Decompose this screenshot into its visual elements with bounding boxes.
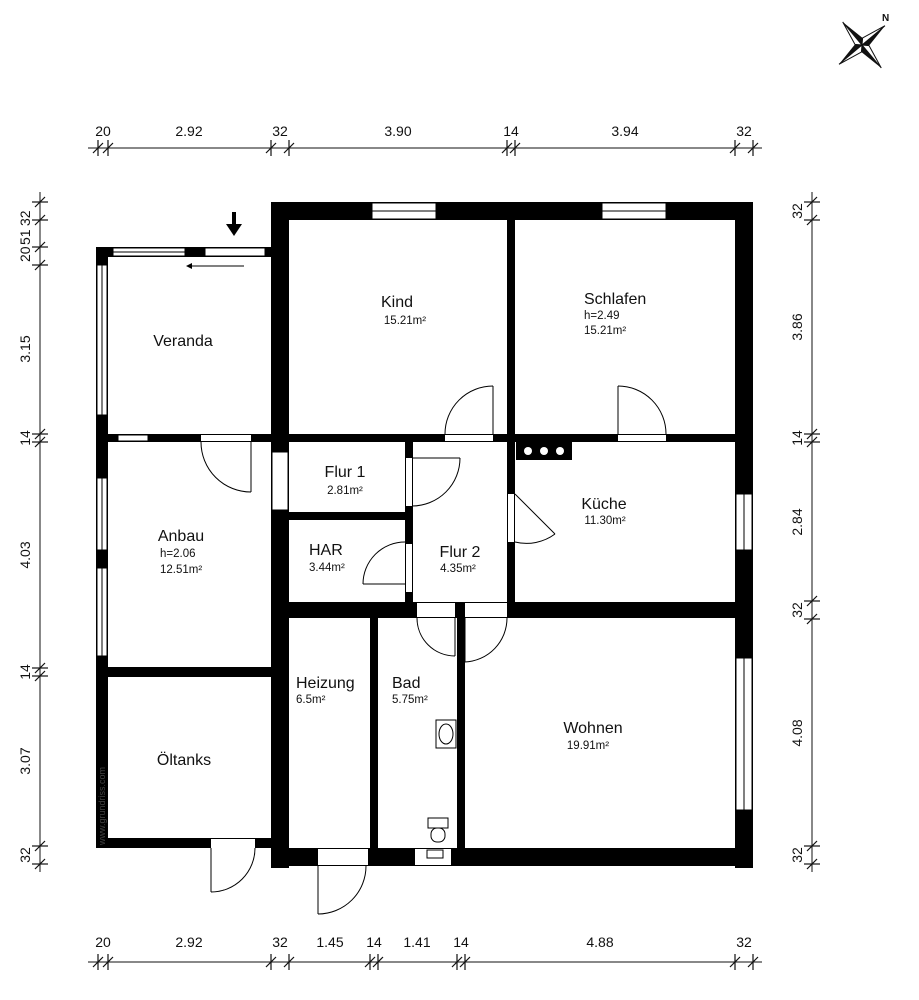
dim-bottom-5: 14 <box>366 934 382 950</box>
compass-rose-icon <box>838 21 886 69</box>
dim-top-6: 3.94 <box>611 123 638 139</box>
room-height: h=2.49 <box>584 310 620 322</box>
sliding-door-marker <box>186 263 244 269</box>
dim-bottom-2: 2.92 <box>175 934 202 950</box>
dim-left-7: 14 <box>17 664 33 680</box>
room-name: HAR <box>309 542 343 559</box>
dim-left-1: 20 <box>17 246 33 262</box>
room-oeltanks: Öltanks <box>157 751 211 769</box>
dimension-lines <box>32 140 820 970</box>
room-schlafen: Schlafen h=2.49 15.21m² <box>584 291 646 337</box>
room-name: Heizung <box>296 675 355 692</box>
dim-bottom-4: 1.45 <box>316 934 343 950</box>
dim-bottom-8: 4.88 <box>586 934 613 950</box>
dim-right-3: 14 <box>789 430 805 446</box>
entrance-arrow-icon <box>226 212 242 236</box>
dim-right-1: 32 <box>789 203 805 219</box>
room-area: 11.30m² <box>584 515 626 527</box>
doors <box>200 385 667 915</box>
room-anbau: Anbau h=2.06 12.51m² <box>158 528 204 576</box>
room-area: 15.21m² <box>384 315 426 327</box>
room-name: Flur 2 <box>440 544 481 561</box>
dim-bottom-9: 32 <box>736 934 752 950</box>
dim-top-5: 14 <box>503 123 519 139</box>
room-name: Anbau <box>158 528 204 545</box>
dim-left-8: 3.07 <box>17 747 33 774</box>
room-area: 12.51m² <box>160 564 202 576</box>
toilet-icon <box>427 817 449 843</box>
room-heizung: Heizung 6.5m² <box>296 675 355 706</box>
dim-left-5: 14 <box>17 430 33 446</box>
dim-right-6: 4.08 <box>789 719 805 746</box>
room-name: Flur 1 <box>325 464 366 481</box>
dim-bottom-6: 1.41 <box>403 934 430 950</box>
door-openings <box>201 435 666 865</box>
room-name: Bad <box>392 675 420 692</box>
dim-bottom-1: 20 <box>95 934 111 950</box>
dim-right-2: 3.86 <box>789 313 805 340</box>
dim-top-3: 32 <box>272 123 288 139</box>
room-name: Veranda <box>153 333 213 350</box>
room-area: 2.81m² <box>327 485 363 497</box>
dim-top-7: 32 <box>736 123 752 139</box>
dim-top-4: 3.90 <box>384 123 411 139</box>
room-veranda: Veranda <box>153 333 213 350</box>
watermark-text: www.grundriss.com <box>97 767 107 846</box>
dim-top-1: 20 <box>95 123 111 139</box>
dim-left-4: 3.15 <box>17 335 33 362</box>
room-kueche: Küche 11.30m² <box>581 496 626 527</box>
dim-right-7: 32 <box>789 847 805 863</box>
dim-right-5: 32 <box>789 602 805 618</box>
room-flur2: Flur 2 4.35m² <box>440 544 481 575</box>
room-area: 6.5m² <box>296 694 326 706</box>
room-name: Schlafen <box>584 291 646 308</box>
stove-icon <box>516 442 572 460</box>
dim-left-2: 51 <box>17 229 33 245</box>
room-wohnen: Wohnen 19.91m² <box>563 720 622 752</box>
compass-north-label: N <box>882 13 889 24</box>
room-kind: Kind 15.21m² <box>381 294 426 327</box>
dim-top-2: 2.92 <box>175 123 202 139</box>
room-name: Küche <box>581 496 626 513</box>
room-height: h=2.06 <box>160 548 196 560</box>
room-bad: Bad 5.75m² <box>392 675 428 706</box>
room-har: HAR 3.44m² <box>309 542 345 574</box>
room-area: 19.91m² <box>567 740 609 752</box>
room-flur1: Flur 1 2.81m² <box>325 464 366 497</box>
windows <box>96 202 753 811</box>
dim-bottom-3: 32 <box>272 934 288 950</box>
room-area: 15.21m² <box>584 325 626 337</box>
room-name: Kind <box>381 294 413 311</box>
dim-bottom-7: 14 <box>453 934 469 950</box>
dim-left-3: 32 <box>17 210 33 226</box>
room-name: Öltanks <box>157 751 211 769</box>
room-area: 5.75m² <box>392 694 428 706</box>
sink-icon <box>435 719 457 749</box>
dim-left-6: 4.03 <box>17 541 33 568</box>
room-area: 3.44m² <box>309 562 345 574</box>
room-area: 4.35m² <box>440 563 476 575</box>
room-name: Wohnen <box>563 720 622 737</box>
dim-right-4: 2.84 <box>789 508 805 535</box>
dim-left-9: 32 <box>17 847 33 863</box>
